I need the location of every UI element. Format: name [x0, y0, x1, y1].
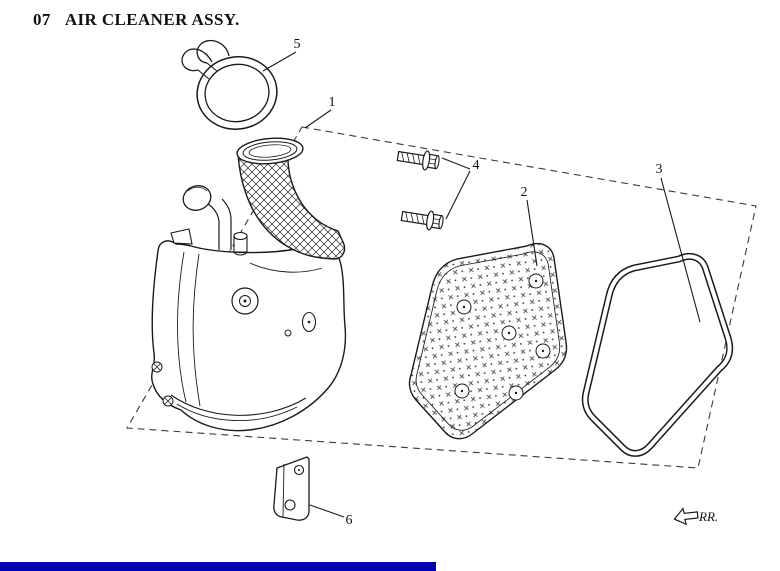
- section-number: 07: [33, 10, 51, 29]
- leader-line-1: [304, 109, 332, 129]
- filter-holes: [454, 273, 551, 401]
- page-header: 07 AIR CLEANER ASSY.: [33, 10, 240, 30]
- rear-direction-arrow-icon: [673, 507, 699, 526]
- leader-lines: [262, 51, 701, 518]
- filter-element-drawing: [408, 242, 568, 440]
- breather-tube-drawing: [182, 185, 232, 250]
- leader-line-5: [262, 51, 297, 72]
- leader-line-3: [660, 177, 701, 323]
- gasket-drawing: [581, 253, 734, 457]
- drain-fitting-drawing: [233, 231, 248, 256]
- leader-line-2: [526, 199, 538, 267]
- callout-4: 4: [472, 158, 480, 173]
- leader-line-4a: [441, 157, 471, 170]
- bracket-drawing: [273, 456, 310, 521]
- direction-label: RR.: [699, 509, 719, 524]
- leader-line-6: [309, 504, 345, 518]
- flange-bolts-drawing: [395, 146, 445, 233]
- callout-6: 6: [345, 513, 353, 528]
- callout-2: 2: [520, 185, 528, 200]
- footer-bar: [0, 562, 436, 571]
- intake-duct-drawing: [236, 137, 346, 260]
- leader-line-4b: [445, 170, 471, 220]
- callout-3: 3: [655, 162, 663, 177]
- housing-screws: [151, 361, 174, 407]
- hose-clamp-drawing: [181, 39, 278, 130]
- callout-5: 5: [293, 37, 301, 52]
- callout-1: 1: [328, 95, 336, 110]
- flange-bolt-2: [399, 206, 445, 233]
- air-cleaner-housing-drawing: [151, 137, 347, 432]
- page-title: AIR CLEANER ASSY.: [64, 10, 240, 29]
